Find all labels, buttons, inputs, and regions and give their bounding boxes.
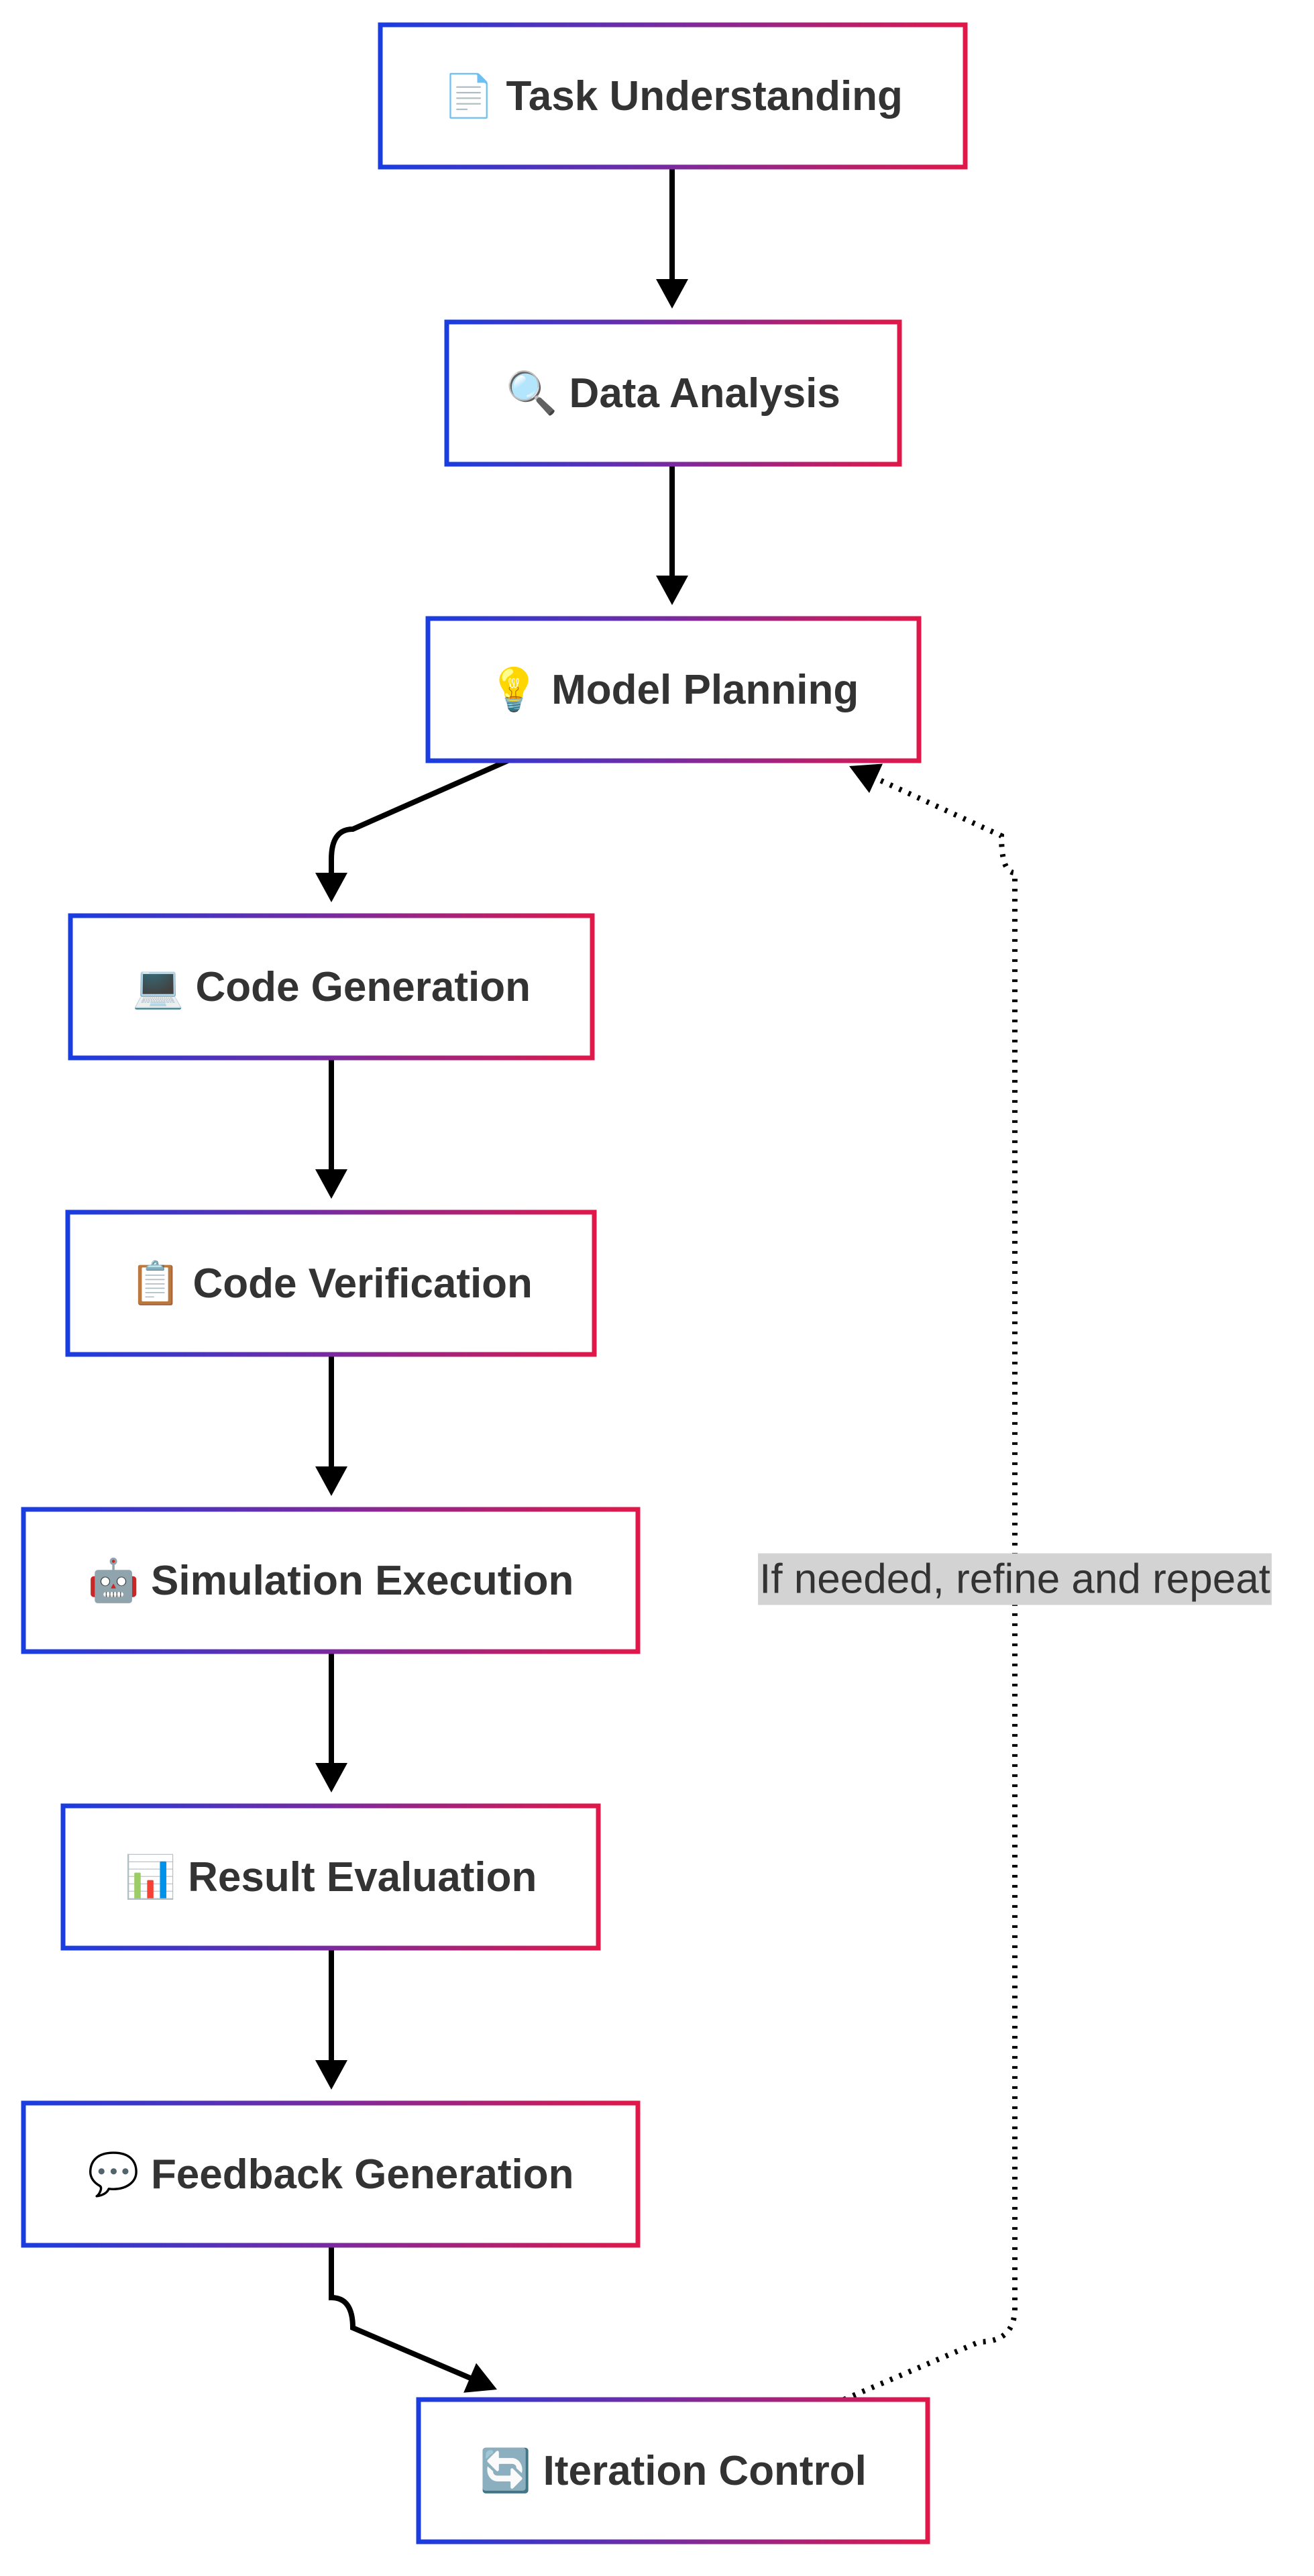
edge-label-text: If needed, refine and repeat (759, 1556, 1270, 1603)
node-text: 🔄 Iteration Control (480, 2447, 867, 2494)
node-box (378, 22, 968, 170)
lightbulb-icon: 💡 (488, 665, 540, 713)
node-feedback-generation: 💬 Feedback Generation (21, 2100, 641, 2248)
magnifier-icon: 🔍 (506, 366, 557, 417)
node-label: Result Evaluation (188, 1854, 537, 1900)
bar-chart-icon: 📊 (125, 1853, 176, 1900)
node-text: 📋 Code Verification (129, 1259, 533, 1307)
node-text: 🔍 Data Analysis (506, 366, 840, 417)
node-box (416, 2397, 930, 2544)
node-text: 💻 Code Generation (132, 964, 531, 1010)
robot-icon: 🤖 (88, 1556, 140, 1604)
edge-line (842, 771, 1018, 2402)
arrowhead (315, 1763, 347, 1792)
node-label: Task Understanding (506, 73, 903, 119)
node-task-understanding: 📄 Task Understanding (378, 22, 968, 170)
edge-data-analysis-to-model-planning (656, 464, 688, 605)
edges-layer (315, 167, 1018, 2402)
node-code-verification: 📋 Code Verification (65, 1210, 597, 1357)
node-label: Simulation Execution (151, 1558, 573, 1604)
arrowhead (315, 2060, 347, 2090)
edge-label: If needed, refine and repeat (758, 1553, 1272, 1605)
node-box (21, 1507, 641, 1654)
edge-simulation-execution-to-result-evaluation (315, 1652, 347, 1792)
node-model-planning: 💡 Model Planning (425, 616, 922, 763)
laptop-icon: 💻 (132, 964, 184, 1010)
node-label: Feedback Generation (151, 2151, 574, 2198)
edge-line (329, 2245, 480, 2384)
node-text: 💡 Model Planning (488, 665, 859, 713)
arrowhead (315, 1169, 347, 1199)
node-code-generation: 💻 Code Generation (68, 913, 595, 1061)
node-label: Code Verification (193, 1260, 532, 1307)
node-text: 🤖 Simulation Execution (88, 1556, 574, 1604)
document-icon: 📄 (443, 72, 494, 119)
node-box (425, 616, 922, 763)
node-box (65, 1210, 597, 1357)
edge-model-planning-to-code-generation (315, 758, 509, 902)
node-box (444, 319, 902, 467)
node-label: Iteration Control (543, 2448, 867, 2494)
edge-code-verification-to-simulation-execution (315, 1354, 347, 1496)
edge-label-background (758, 1553, 1272, 1605)
arrowhead (656, 279, 688, 309)
node-label: Model Planning (551, 667, 859, 713)
edge-iteration-control-to-model-planning (842, 763, 1018, 2402)
edge-code-generation-to-code-verification (315, 1058, 347, 1199)
node-text: 📄 Task Understanding (443, 72, 903, 119)
node-text: 📊 Result Evaluation (125, 1853, 537, 1900)
cycle-arrows-icon: 🔄 (480, 2447, 531, 2494)
node-label: Code Generation (195, 964, 531, 1010)
node-box (60, 1803, 601, 1951)
arrowhead (315, 873, 347, 902)
node-data-analysis: 🔍 Data Analysis (444, 319, 902, 467)
edge-line (329, 758, 509, 882)
node-text: 💬 Feedback Generation (88, 2150, 574, 2198)
arrowhead (849, 763, 883, 794)
node-label: Data Analysis (569, 370, 840, 417)
node-iteration-control: 🔄 Iteration Control (416, 2397, 930, 2544)
node-box (68, 913, 595, 1061)
edge-labels-layer: If needed, refine and repeat (758, 1553, 1272, 1605)
edge-task-understanding-to-data-analysis (656, 167, 688, 309)
edge-feedback-generation-to-iteration-control (329, 2245, 497, 2393)
edge-result-evaluation-to-feedback-generation (315, 1948, 347, 2090)
clipboard-icon: 📋 (129, 1259, 181, 1307)
arrowhead (315, 1466, 347, 1496)
nodes-layer: 📄 Task Understanding 🔍 Data Analysis 💡 Mod… (21, 22, 968, 2544)
arrowhead (463, 2363, 497, 2393)
node-box (21, 2100, 641, 2248)
node-result-evaluation: 📊 Result Evaluation (60, 1803, 601, 1951)
node-simulation-execution: 🤖 Simulation Execution (21, 1507, 641, 1654)
arrowhead (656, 576, 688, 605)
speech-bubble-icon: 💬 (88, 2150, 140, 2198)
